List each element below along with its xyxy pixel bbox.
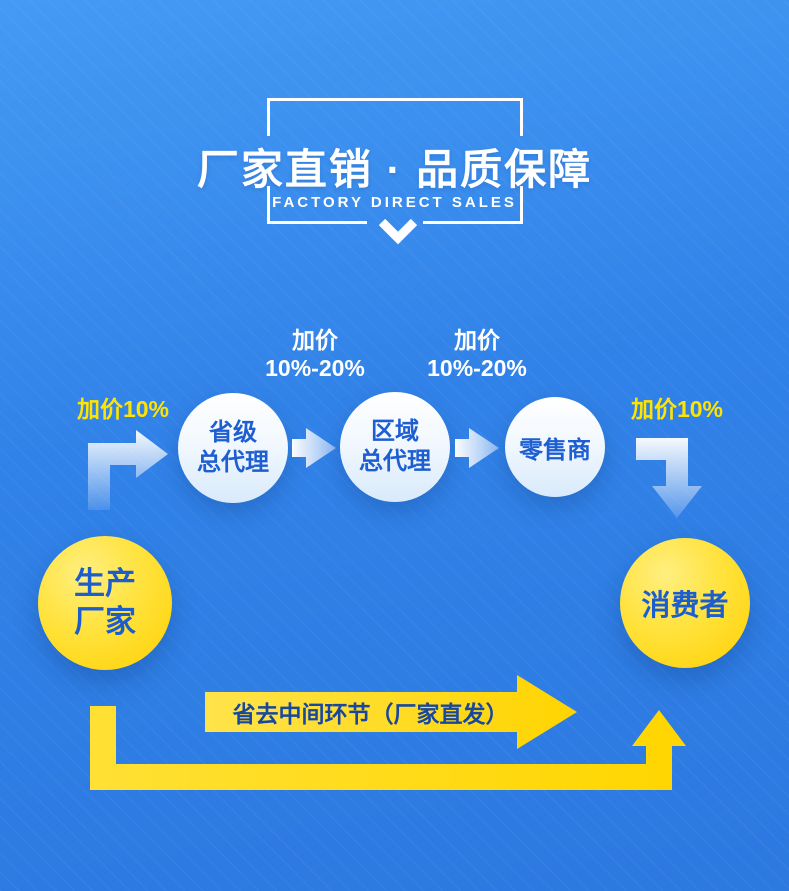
markup-label-mid-2: 加价 10%-20% xyxy=(417,326,537,382)
frame-left-border-top xyxy=(267,98,270,136)
node-label: 总代理 xyxy=(359,448,431,475)
arrow-producer-to-agent-icon xyxy=(88,418,168,515)
node-label: 生产 xyxy=(74,566,136,601)
node-label: 区域 xyxy=(371,418,419,445)
frame-left-border-bottom xyxy=(267,186,270,224)
arrow-right-icon xyxy=(455,424,501,477)
markup-line: 10%-20% xyxy=(427,355,527,381)
markup-line: 10%-20% xyxy=(265,355,365,381)
markup-line: 加价 xyxy=(292,327,338,353)
frame-top-border xyxy=(267,98,523,101)
node-label: 省级 xyxy=(209,419,257,446)
bypass-path-arrow-icon xyxy=(88,704,690,797)
page-title: 厂家直销 · 品质保障 xyxy=(196,146,593,193)
node-label: 厂家 xyxy=(74,604,136,639)
node-producer: 生产 厂家 xyxy=(38,536,172,670)
frame-right-border-bottom xyxy=(520,186,523,224)
markup-label-left: 加价10% xyxy=(76,396,170,422)
node-consumer: 消费者 xyxy=(620,538,750,668)
frame-bottom-border-left xyxy=(267,221,367,224)
node-label: 零售商 xyxy=(519,436,591,464)
chevron-down-icon xyxy=(376,218,420,253)
markup-label-right: 加价10% xyxy=(630,396,724,422)
markup-label-mid-1: 加价 10%-20% xyxy=(255,326,375,382)
direct-sale-label: 省去中间环节（厂家直发） xyxy=(232,701,509,727)
node-label: 消费者 xyxy=(641,590,729,622)
frame-bottom-border-right xyxy=(423,221,523,224)
node-retailer: 零售商 xyxy=(505,397,605,497)
frame-right-border-top xyxy=(520,98,523,136)
markup-line: 加价 xyxy=(454,327,500,353)
page-subtitle: FACTORY DIRECT SALES xyxy=(272,194,517,211)
arrow-retailer-to-consumer-icon xyxy=(636,424,716,525)
node-label: 总代理 xyxy=(197,449,269,476)
arrow-right-icon xyxy=(292,424,338,477)
node-regional-agent: 区域 总代理 xyxy=(340,392,450,502)
direct-sale-arrow-icon xyxy=(205,675,577,754)
node-provincial-agent: 省级 总代理 xyxy=(178,393,288,503)
